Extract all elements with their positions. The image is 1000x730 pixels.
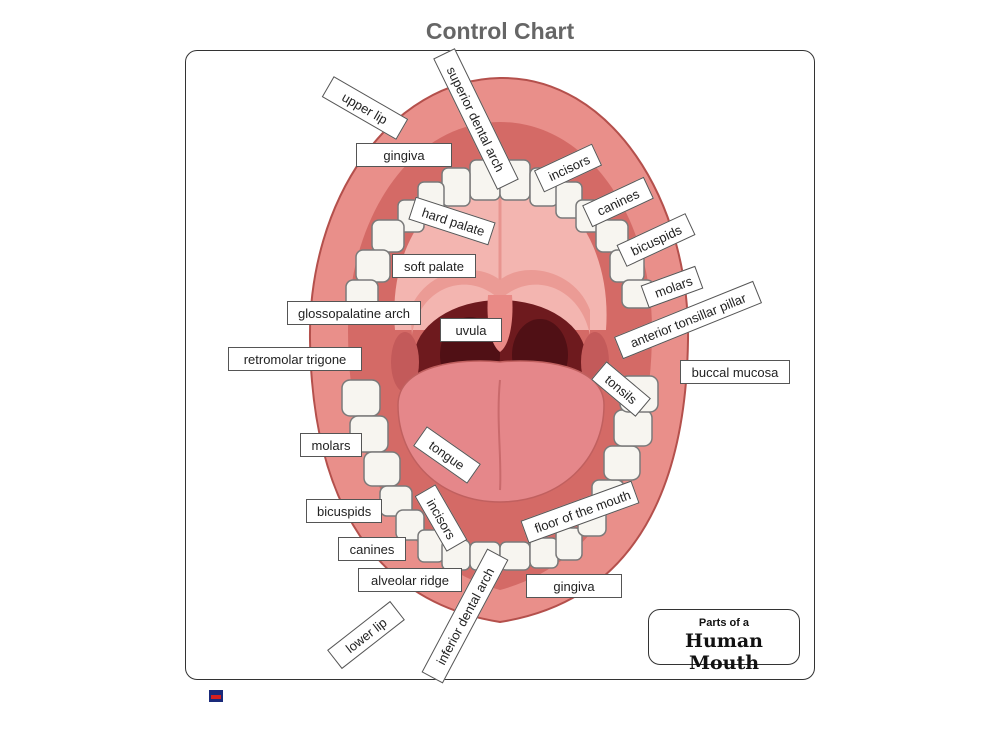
label-gingiva-bottom: gingiva — [526, 574, 622, 598]
label-gingiva-top: gingiva — [356, 143, 452, 167]
label-glossopalatine-arch: glossopalatine arch — [287, 301, 421, 325]
label-soft-palate: soft palate — [392, 254, 476, 278]
label-uvula: uvula — [440, 318, 502, 342]
label-alveolar-ridge: alveolar ridge — [358, 568, 462, 592]
label-retromolar-trigone: retromolar trigone — [228, 347, 362, 371]
chart-title: Control Chart — [425, 18, 575, 44]
publisher-logo-icon — [209, 690, 223, 702]
badge-line2: Human Mouth — [685, 630, 763, 674]
diagram-badge: Parts of a Human Mouth — [648, 609, 800, 674]
label-canines-bottom: canines — [338, 537, 406, 561]
label-buccal-mucosa: buccal mucosa — [680, 360, 790, 384]
badge-line1: Parts of a — [698, 617, 750, 629]
label-bicuspids-bottom: bicuspids — [306, 499, 382, 523]
label-molars-bottom: molars — [300, 433, 362, 457]
